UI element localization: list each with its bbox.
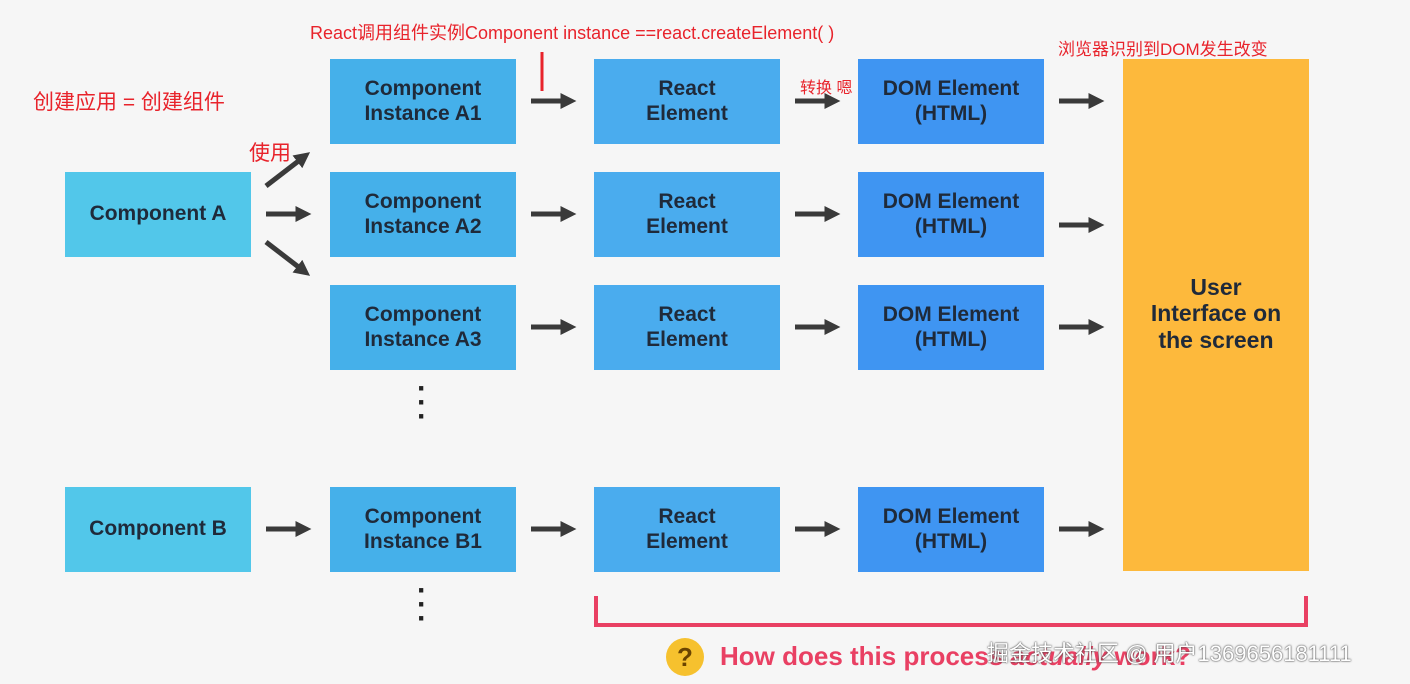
instance-b1-line2: Instance B1 bbox=[364, 529, 482, 553]
use-annotation: 使用 bbox=[249, 142, 291, 165]
dom-element-line1: DOM Element bbox=[882, 77, 1020, 101]
dom-element-line2: (HTML) bbox=[914, 327, 988, 351]
ellipsis-dots-b: ··· bbox=[417, 574, 427, 635]
ui-line1: User bbox=[1190, 274, 1242, 300]
component-b-label: Component B bbox=[89, 517, 227, 541]
ui-line3: the screen bbox=[1158, 326, 1274, 353]
react-element-box-2: React Element bbox=[594, 172, 780, 257]
browser-annotation: 浏览器识别到DOM发生改变 bbox=[1058, 40, 1268, 59]
instance-a1-box: Component Instance A1 bbox=[330, 59, 516, 144]
ui-line2: Interface on bbox=[1150, 300, 1282, 327]
process-question: How does this process actually work? bbox=[720, 641, 1191, 672]
dom-element-box-2: DOM Element (HTML) bbox=[858, 172, 1044, 257]
dom-element-line1: DOM Element bbox=[882, 303, 1020, 327]
instance-a3-box: Component Instance A3 bbox=[330, 285, 516, 370]
instance-a3-line2: Instance A3 bbox=[364, 327, 482, 351]
instance-b1-line1: Component bbox=[364, 505, 482, 529]
question-part2: work? bbox=[1107, 641, 1192, 671]
dom-element-box-3: DOM Element (HTML) bbox=[858, 285, 1044, 370]
ellipsis-dots-a: ··· bbox=[417, 372, 427, 433]
instance-b1-box: Component Instance B1 bbox=[330, 487, 516, 572]
instance-a2-box: Component Instance A2 bbox=[330, 172, 516, 257]
react-element-line1: React bbox=[658, 77, 716, 101]
instance-a1-line2: Instance A1 bbox=[364, 101, 482, 125]
create-app-annotation: 创建应用 = 创建组件 bbox=[33, 91, 225, 114]
user-interface-box: User Interface on the screen bbox=[1123, 59, 1309, 571]
top-annotation: React调用组件实例Component instance ==react.cr… bbox=[310, 23, 835, 43]
dom-element-line1: DOM Element bbox=[882, 190, 1020, 214]
arrow-a-to-a3 bbox=[264, 240, 311, 276]
instance-a2-line1: Component bbox=[364, 190, 482, 214]
process-bracket bbox=[594, 596, 1308, 627]
react-element-box-3: React Element bbox=[594, 285, 780, 370]
convert-annotation: 转换 嗯 bbox=[800, 80, 853, 97]
react-element-line2: Element bbox=[646, 327, 728, 351]
question-part1: How does this process bbox=[720, 641, 1011, 671]
react-element-line1: React bbox=[658, 190, 716, 214]
thinking-face-icon: ? bbox=[666, 638, 704, 676]
dom-element-box-4: DOM Element (HTML) bbox=[858, 487, 1044, 572]
dom-element-box-1: DOM Element (HTML) bbox=[858, 59, 1044, 144]
dom-element-line1: DOM Element bbox=[882, 505, 1020, 529]
watermark-text: 掘金技术社区 @ 用户1369656181111 bbox=[987, 641, 1352, 666]
react-element-line2: Element bbox=[646, 214, 728, 238]
question-italic: actually bbox=[1010, 641, 1108, 671]
dom-element-line2: (HTML) bbox=[914, 101, 988, 125]
dom-element-line2: (HTML) bbox=[914, 529, 988, 553]
component-a-box: Component A bbox=[65, 172, 251, 257]
instance-a2-line2: Instance A2 bbox=[364, 214, 482, 238]
instance-a3-line1: Component bbox=[364, 303, 482, 327]
react-element-box-1: React Element bbox=[594, 59, 780, 144]
react-element-line2: Element bbox=[646, 101, 728, 125]
component-a-label: Component A bbox=[89, 202, 227, 226]
react-element-box-4: React Element bbox=[594, 487, 780, 572]
react-element-line1: React bbox=[658, 303, 716, 327]
react-element-line1: React bbox=[658, 505, 716, 529]
arrow-a-to-a1 bbox=[264, 152, 311, 188]
instance-a1-line1: Component bbox=[364, 77, 482, 101]
component-b-box: Component B bbox=[65, 487, 251, 572]
react-element-line2: Element bbox=[646, 529, 728, 553]
dom-element-line2: (HTML) bbox=[914, 214, 988, 238]
